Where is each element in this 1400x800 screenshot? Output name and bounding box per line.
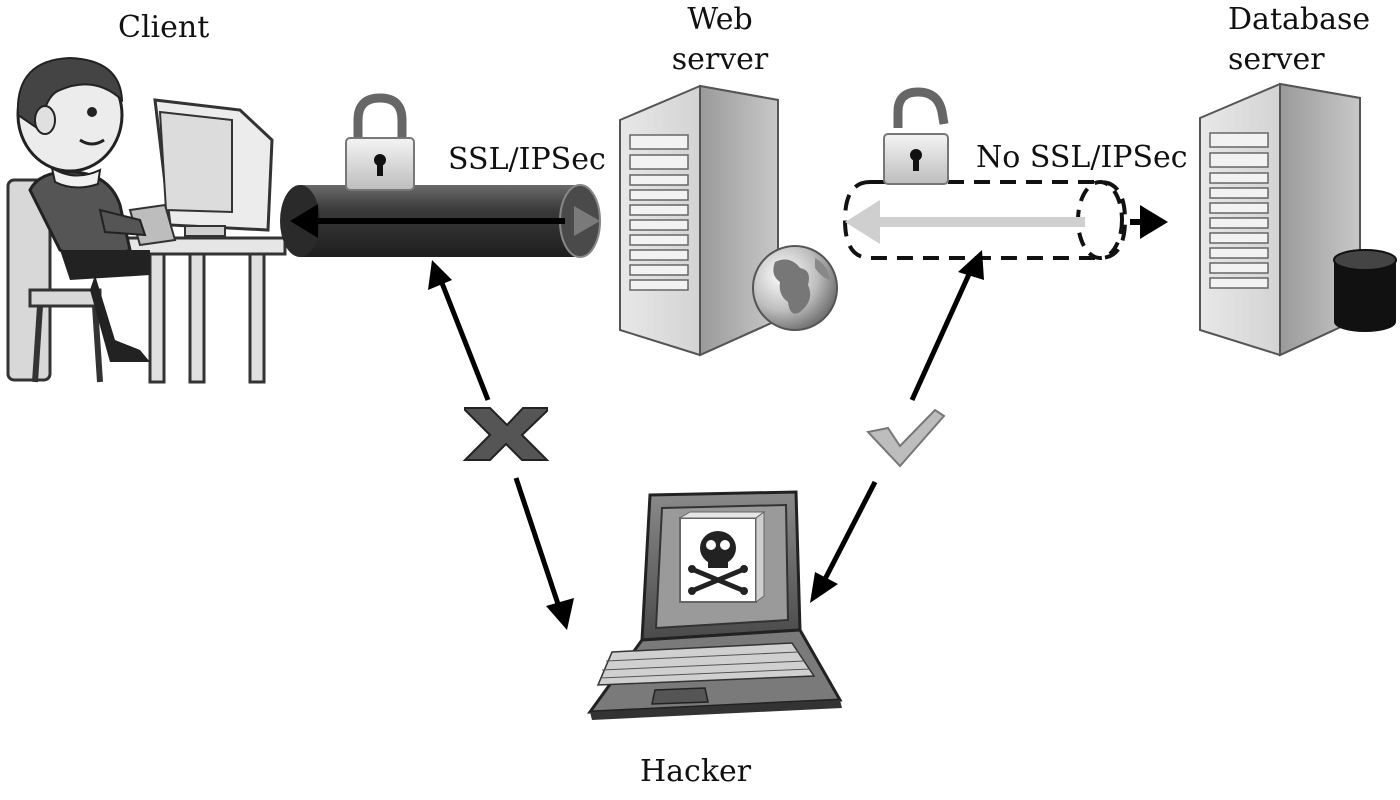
database-server-label-line1: Database — [1228, 2, 1371, 37]
attack-arrow-secure — [428, 260, 574, 630]
database-cylinder-icon — [1333, 249, 1397, 332]
attack-arrow-insecure — [810, 250, 984, 603]
locked-padlock-icon — [345, 93, 415, 191]
server-tower-icon — [619, 84, 779, 357]
client-label: Client — [118, 10, 210, 45]
database-server-label-line2: server — [1228, 42, 1325, 77]
database-server-label: Database server — [1228, 0, 1370, 80]
web-server-label-line2: server — [671, 42, 769, 77]
hacker-label: Hacker — [640, 754, 752, 789]
client-computer-icon — [6, 56, 287, 384]
web-server-label-line1: Web — [687, 2, 753, 37]
unlocked-padlock-icon — [883, 87, 949, 185]
database-server-icon — [1199, 82, 1397, 357]
hacker-laptop-icon — [586, 490, 843, 720]
blocked-x-icon — [462, 407, 550, 461]
globe-icon — [752, 245, 838, 331]
insecure-link-label: No SSL/IPSec — [976, 140, 1188, 175]
success-checkmark-icon — [866, 408, 946, 468]
secure-link-label: SSL/IPSec — [448, 142, 606, 177]
skull-icon — [678, 511, 766, 603]
secure-tunnel — [280, 184, 601, 258]
web-server-label: Web server — [660, 0, 780, 80]
insecure-tunnel — [842, 180, 1168, 260]
